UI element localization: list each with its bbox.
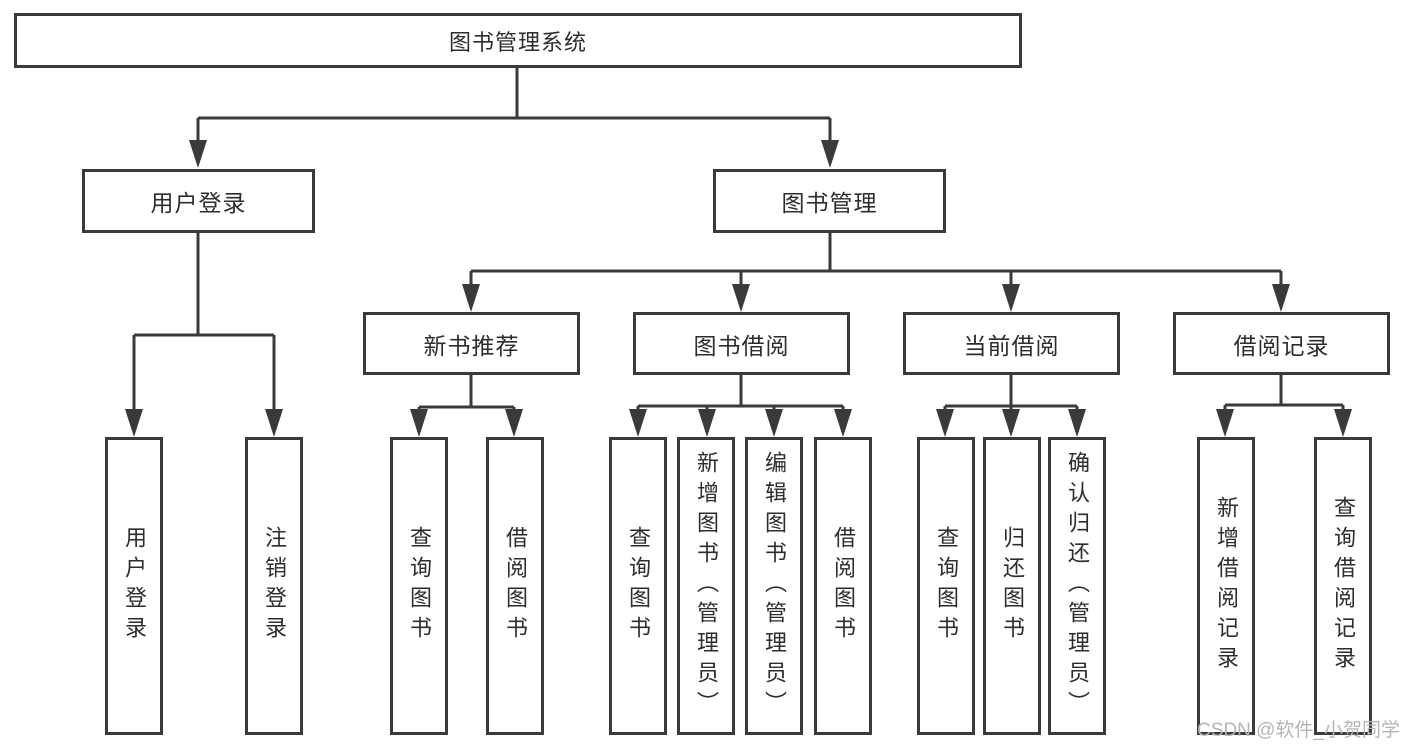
node-user-login: 用户登录 (82, 169, 315, 233)
leaf-user-login: 用户登录 (105, 437, 163, 735)
node-label: 注销登录 (262, 526, 287, 646)
leaf-logout: 注销登录 (245, 437, 303, 735)
node-label: 新增图书（管理员） (694, 451, 719, 721)
leaf-add-borrow-record: 新增借阅记录 (1197, 437, 1255, 735)
node-label: 查询图书 (626, 526, 651, 646)
node-label: 查询图书 (934, 526, 959, 646)
node-new-book-recommend: 新书推荐 (363, 312, 580, 375)
node-label: 归还图书 (1000, 526, 1025, 646)
arrowhead-icons (125, 140, 1352, 437)
node-book-management: 图书管理 (713, 169, 946, 233)
node-label: 图书管理系统 (448, 29, 587, 55)
node-borrow-record: 借阅记录 (1173, 312, 1390, 375)
node-label: 图书借阅 (693, 332, 790, 359)
leaf-query-book-recommend: 查询图书 (390, 437, 448, 735)
node-label: 借阅图书 (503, 526, 528, 646)
leaf-query-book-borrow: 查询图书 (609, 437, 667, 735)
leaf-return-book: 归还图书 (983, 437, 1041, 735)
node-label: 图书管理 (781, 190, 878, 216)
node-label: 新书推荐 (423, 332, 520, 359)
leaf-confirm-return-admin: 确认归还（管理员） (1048, 437, 1106, 735)
node-label: 借阅图书 (831, 526, 856, 646)
node-label: 查询借阅记录 (1331, 496, 1356, 676)
leaf-edit-book-admin: 编辑图书（管理员） (745, 437, 803, 735)
node-label: 当前借阅 (963, 332, 1060, 359)
leaf-borrow-book: 借阅图书 (814, 437, 872, 735)
node-label: 编辑图书（管理员） (762, 451, 787, 721)
node-label: 用户登录 (122, 526, 147, 646)
node-label: 新增借阅记录 (1214, 496, 1239, 676)
leaf-borrow-book-recommend: 借阅图书 (486, 437, 544, 735)
leaf-query-book-current: 查询图书 (917, 437, 975, 735)
node-book-borrow: 图书借阅 (633, 312, 850, 375)
node-label: 用户登录 (150, 190, 247, 216)
node-label: 确认归还（管理员） (1065, 451, 1090, 721)
node-current-borrow: 当前借阅 (903, 312, 1120, 375)
csdn-watermark: CSDN @软件_小贺同学 (1197, 720, 1400, 741)
leaf-add-book-admin: 新增图书（管理员） (677, 437, 735, 735)
leaf-query-borrow-record: 查询借阅记录 (1314, 437, 1372, 735)
node-label: 查询图书 (407, 526, 432, 646)
node-library-management-system: 图书管理系统 (14, 13, 1022, 68)
node-label: 借阅记录 (1233, 332, 1330, 359)
